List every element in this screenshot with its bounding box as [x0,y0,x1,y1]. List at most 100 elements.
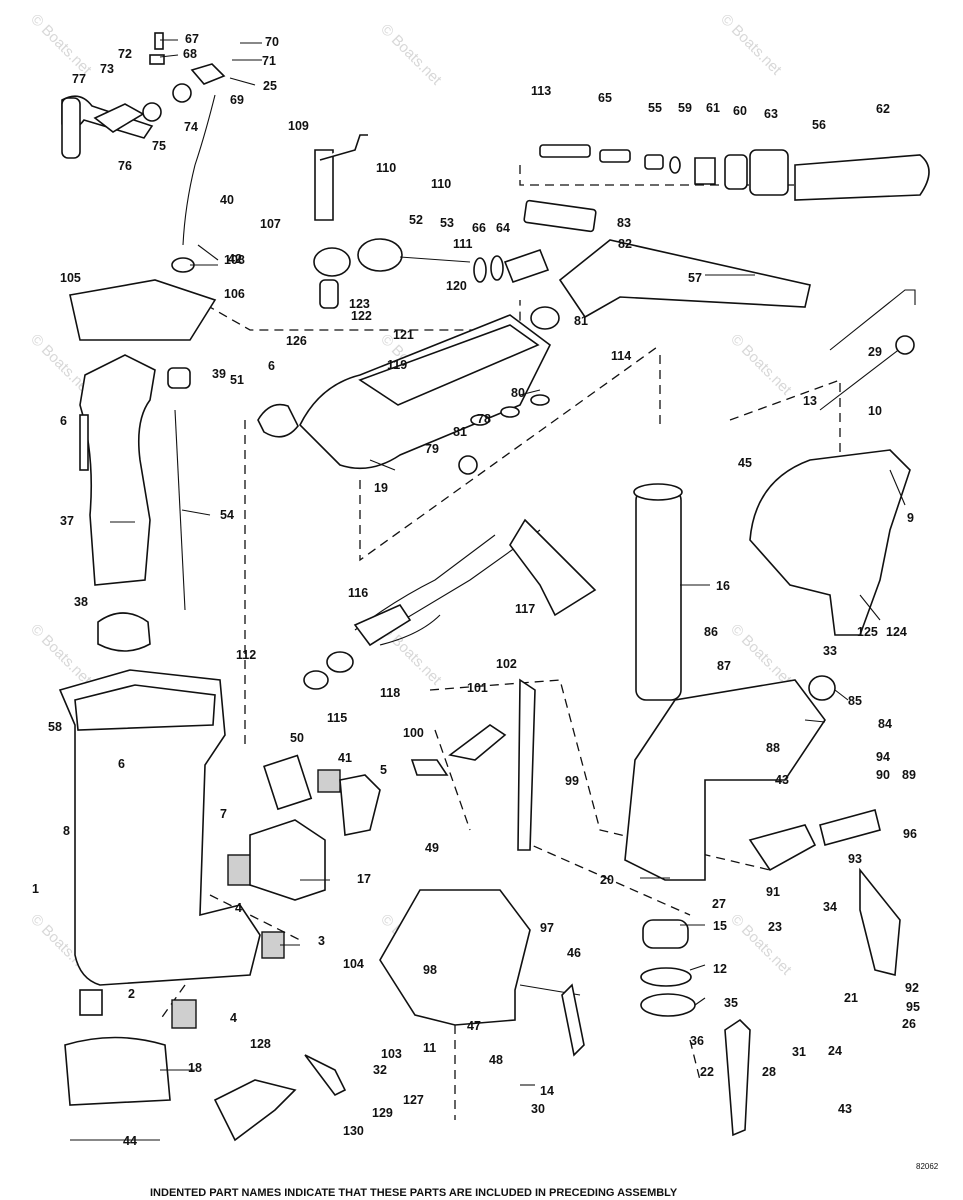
part-callout-label: 38 [74,595,88,609]
part-callout-label: 82 [618,237,632,251]
part-callout-label: 81 [453,425,467,439]
part-callout-label: 83 [617,216,631,230]
part-callout-label: 69 [230,93,244,107]
part-callout-label: 91 [766,885,780,899]
part-callout-label: 102 [496,657,517,671]
part-callout-label: 109 [288,119,309,133]
part-callout-label: 88 [766,741,780,755]
part-callout-label: 58 [48,720,62,734]
part-callout-label: 30 [531,1102,545,1116]
shroud [64,1036,171,1106]
part-callout-label: 119 [387,358,407,372]
part-callout-label: 44 [123,1134,137,1148]
part-callout-label: 6 [60,414,67,428]
part-callout-label: 9 [907,511,914,525]
watermark-text: © Boats.net [27,11,95,79]
part-callout-label: 115 [327,711,347,725]
part-callout-label: 40 [220,193,234,207]
part-callout-label: 21 [844,991,858,1005]
part-callout-label: 12 [713,962,727,976]
part-callout-label: 6 [268,359,275,373]
part-callout-label: 62 [876,102,890,116]
part-callout-label: 50 [290,731,304,745]
swivel-bracket [624,679,826,881]
stern-bracket-left [379,889,531,1026]
part-callout-label: 43 [775,773,789,787]
part-callout-label: 101 [467,681,488,695]
part-callout-label: 89 [902,768,916,782]
part-callout-label: 85 [848,694,862,708]
part-callout-label: 93 [848,852,862,866]
part-callout-label: 26 [902,1017,916,1031]
part-callout-label: 32 [373,1063,387,1077]
part-callout-label: 80 [511,386,525,400]
part-callout-label: 14 [540,1084,554,1098]
part-callout-label: 84 [878,717,892,731]
part-callout-label: 13 [803,394,817,408]
part-callout-label: 1 [32,882,39,896]
leader-lines [110,39,906,1141]
part-callout-label: 90 [876,768,890,782]
part-callout-label: 124 [886,625,907,639]
part-callout-label: 5 [380,763,387,777]
part-callout-label: 7 [220,807,227,821]
part-callout-label: 52 [409,213,423,227]
part-callout-label: 19 [374,481,388,495]
part-callout-label: 63 [764,107,778,121]
part-callout-label: 64 [496,221,510,235]
part-callout-label: 66 [472,221,486,235]
watermark-text: © Boats.net [377,21,445,89]
parts-layer [58,32,930,1142]
watermark-text: © Boats.net [727,331,795,399]
part-callout-label: 116 [348,586,368,600]
part-callout-label: 127 [403,1093,424,1107]
part-callout-label: 120 [446,279,467,293]
part-callout-label: 8 [63,824,70,838]
part-callout-label: 74 [184,120,198,134]
part-callout-label: 59 [678,101,692,115]
part-callout-label: 15 [713,919,727,933]
part-callout-label: 104 [343,957,364,971]
part-callout-label: 27 [712,897,726,911]
part-callout-label: 53 [440,216,454,230]
part-callout-label: 42 [228,252,242,266]
stern-bracket-right [749,449,911,636]
part-callout-label: 100 [403,726,424,740]
part-callout-label: 98 [423,963,437,977]
shift-rod [182,94,216,246]
part-callout-label: 43 [838,1102,852,1116]
part-callout-label: 24 [828,1044,842,1058]
part-callout-label: 95 [906,1000,920,1014]
part-callout-label: 78 [477,412,491,426]
part-callout-label: 54 [220,508,234,522]
exhaust-seal [97,612,151,652]
part-callout-label: 97 [540,921,554,935]
watermark-text: © Boats.net [727,911,795,979]
part-callout-label: 51 [230,373,244,387]
part-callout-label: 92 [905,981,919,995]
part-callout-label: 122 [351,309,372,323]
part-callout-label: 60 [733,104,747,118]
part-callout-label: 110 [431,177,451,191]
part-callout-label: 45 [738,456,752,470]
part-callout-label: 94 [876,750,890,764]
part-callout-label: 2 [128,987,135,1001]
part-callout-label: 128 [250,1037,271,1051]
part-callout-label: 18 [188,1061,202,1075]
tiller-grip [61,97,81,159]
watermark-text: © Boats.net [27,621,95,689]
steering-arm [558,239,811,319]
part-callout-label: 105 [60,271,81,285]
part-callout-label: 112 [236,648,256,662]
part-callout-label: 71 [262,54,276,68]
part-callout-label: 41 [338,751,352,765]
gasket [69,279,217,341]
part-callout-label: 17 [357,872,371,886]
watermark-text: © Boats.net [717,11,785,79]
part-callout-label: 75 [152,139,166,153]
part-callout-label: 126 [286,334,307,348]
part-callout-label: 36 [690,1034,704,1048]
part-callout-label: 121 [393,328,414,342]
part-callout-label: 57 [688,271,702,285]
part-callout-label: 67 [185,32,199,46]
